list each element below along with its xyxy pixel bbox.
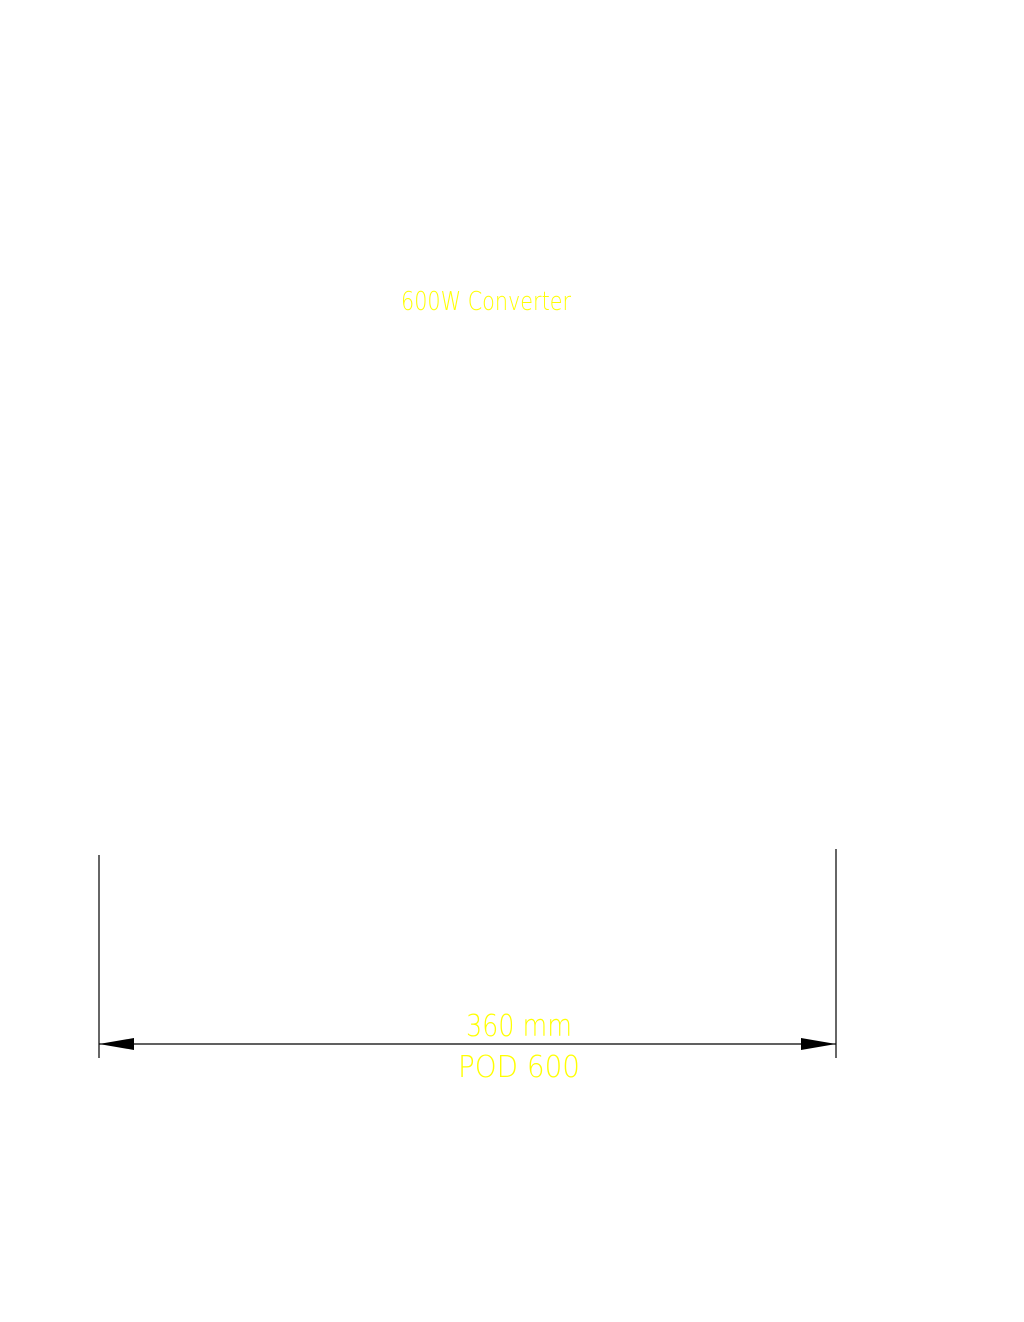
- left-arrowhead-icon: [99, 1038, 134, 1050]
- drawing-title: 600W Converter: [401, 287, 571, 317]
- dimension-value-label: 360 mm: [466, 1009, 572, 1044]
- right-arrowhead-icon: [801, 1038, 836, 1050]
- dimension-sub-label: POD 600: [458, 1050, 580, 1085]
